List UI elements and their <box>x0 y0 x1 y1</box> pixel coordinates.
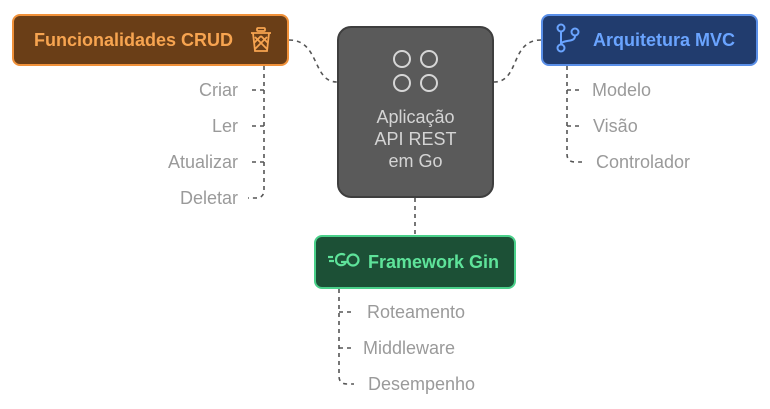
mvc-node: Arquitetura MVC <box>541 14 758 66</box>
crud-item: Ler <box>211 116 238 136</box>
crud-item: Atualizar <box>167 152 238 172</box>
connector-mvc-center <box>493 39 542 83</box>
mvc-item: Visão <box>593 116 638 136</box>
crud-item: Deletar <box>179 188 238 208</box>
connector-crud-center <box>288 39 338 83</box>
gin-item: Desempenho <box>368 374 476 394</box>
mvc-label: Arquitetura MVC <box>593 29 736 50</box>
mvc-item: Modelo <box>592 80 652 100</box>
trash-basket-icon <box>249 27 273 58</box>
mvc-item: Controlador <box>596 152 691 172</box>
gin-item: Middleware <box>363 338 456 358</box>
connector-crud-items <box>248 66 265 199</box>
gin-item: Roteamento <box>367 302 466 322</box>
crud-node: Funcionalidades CRUD <box>12 14 289 66</box>
git-branch-icon <box>555 23 581 58</box>
connector-mvc-items <box>566 66 582 163</box>
connector-gin-items <box>338 289 354 385</box>
crud-label: Funcionalidades CRUD <box>34 29 234 50</box>
gin-label: Framework Gin <box>368 251 500 272</box>
gin-node: Framework Gin <box>314 235 516 289</box>
center-node: Aplicação API REST em Go <box>337 26 494 198</box>
center-title: Aplicação API REST em Go <box>374 107 457 171</box>
crud-item: Criar <box>199 80 238 100</box>
go-logo-icon <box>328 250 360 275</box>
four-circles-icon <box>393 50 438 92</box>
